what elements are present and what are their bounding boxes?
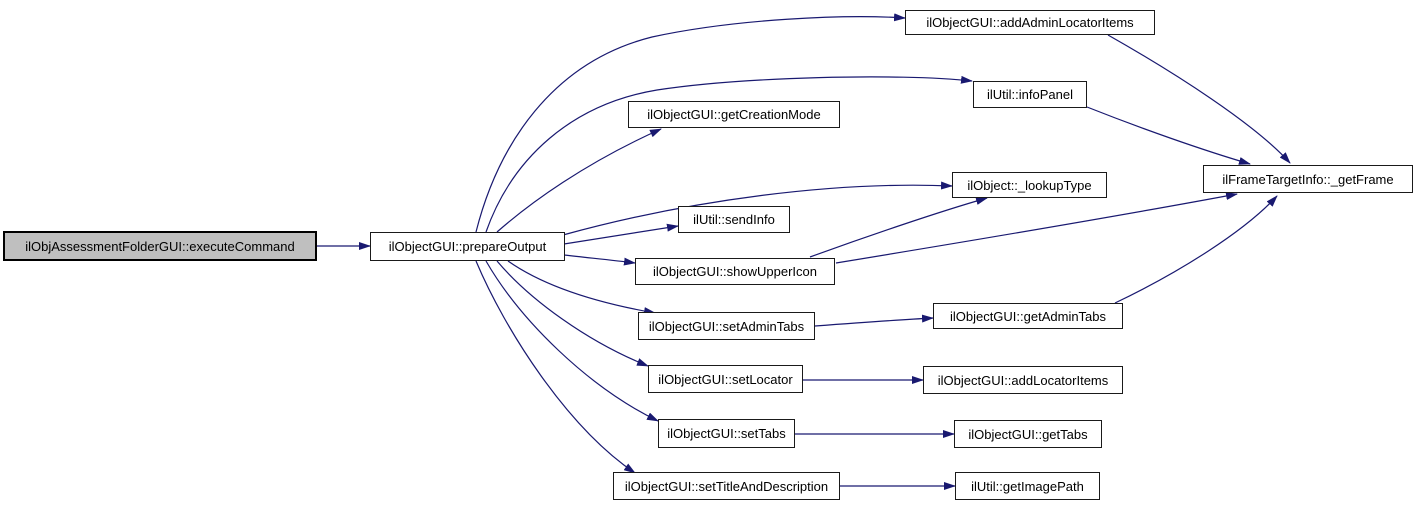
node-getImagePath[interactable]: ilUtil::getImagePath [955,472,1100,500]
node-infoPanel[interactable]: ilUtil::infoPanel [973,81,1087,108]
node-sendInfo[interactable]: ilUtil::sendInfo [678,206,790,233]
edge-getAdminTabs-getFrame [1114,195,1278,304]
node-addLocatorItems[interactable]: ilObjectGUI::addLocatorItems [923,366,1123,394]
node-getAdminTabs[interactable]: ilObjectGUI::getAdminTabs [933,303,1123,329]
edge-prepareOutput-setAdminTabs [507,260,656,316]
edge-infoPanel-getFrame [1086,106,1251,165]
edge-prepareOutput-getCreationMode [496,128,662,233]
edge-prepareOutput-infoPanel [485,75,973,233]
node-getFrame[interactable]: ilFrameTargetInfo::_getFrame [1203,165,1413,193]
node-setLocator[interactable]: ilObjectGUI::setLocator [648,365,803,393]
edge-prepareOutput-showUpperIcon [563,254,636,266]
node-executeCommand: ilObjAssessmentFolderGUI::executeCommand [3,231,317,261]
node-setAdminTabs[interactable]: ilObjectGUI::setAdminTabs [638,312,815,340]
node-addAdminLocatorItems[interactable]: ilObjectGUI::addAdminLocatorItems [905,10,1155,35]
node-lookupType[interactable]: ilObject::_lookupType [952,172,1107,198]
edge-prepareOutput-setTitleAndDescription [475,260,636,474]
edge-prepareOutput-setLocator [496,260,649,367]
node-setTitleAndDescription[interactable]: ilObjectGUI::setTitleAndDescription [613,472,840,500]
edge-setAdminTabs-getAdminTabs [814,314,934,327]
edge-showUpperIcon-lookupType [809,197,988,258]
edge-addAdminLocatorItems-getFrame [1107,34,1291,164]
edge-prepareOutput-sendInfo [563,223,679,245]
node-setTabs[interactable]: ilObjectGUI::setTabs [658,419,795,448]
node-getTabs[interactable]: ilObjectGUI::getTabs [954,420,1102,448]
edge-prepareOutput-setTabs [485,260,659,422]
edge-prepareOutput-addAdminLocatorItems [475,13,906,233]
node-getCreationMode[interactable]: ilObjectGUI::getCreationMode [628,101,840,128]
node-prepareOutput[interactable]: ilObjectGUI::prepareOutput [370,232,565,261]
node-showUpperIcon[interactable]: ilObjectGUI::showUpperIcon [635,258,835,285]
edge-showUpperIcon-getFrame [835,192,1238,264]
edge-prepareOutput-lookupType [562,181,953,236]
